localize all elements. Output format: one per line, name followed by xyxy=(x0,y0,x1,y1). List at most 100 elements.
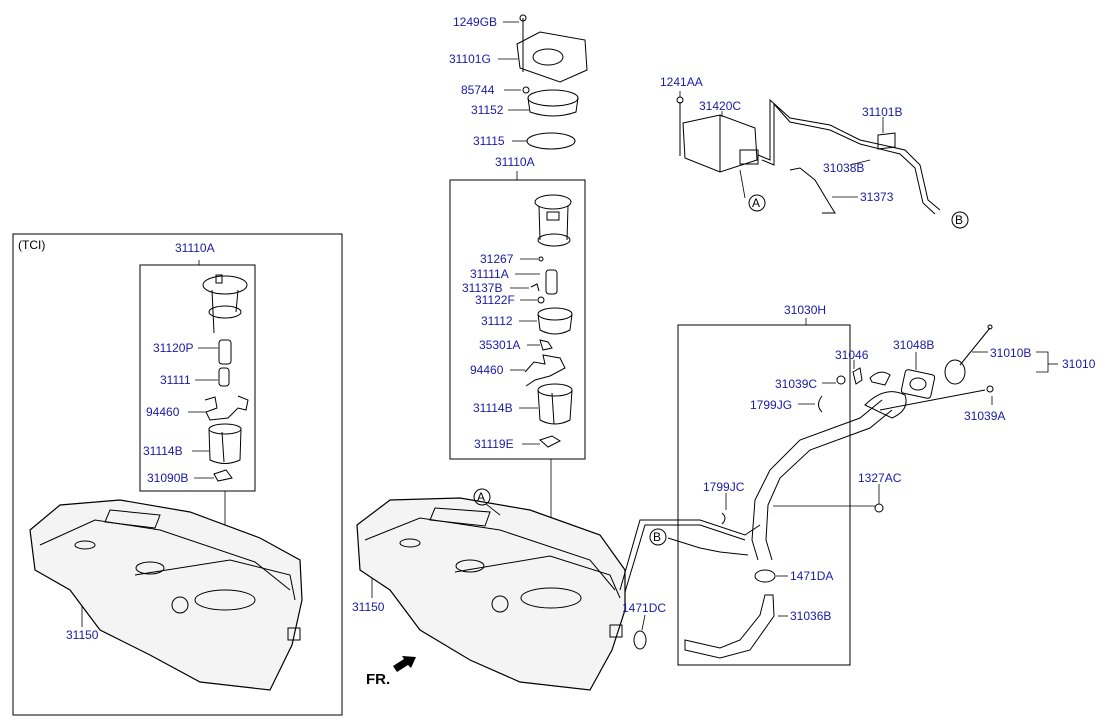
callout-a-canister-letter: A xyxy=(752,196,760,210)
canister xyxy=(682,114,759,173)
label-31115: 31115 xyxy=(473,134,505,148)
main-fuel-tank: 31150 xyxy=(352,497,626,691)
callout-a-tank-letter: A xyxy=(477,490,485,504)
filler-head xyxy=(864,391,907,419)
clip xyxy=(530,283,540,292)
label-1471DA: 1471DA xyxy=(790,569,833,583)
label-31373: 31373 xyxy=(860,190,894,204)
label-31150-tci: 31150 xyxy=(66,628,99,642)
label-31048B: 31048B xyxy=(893,338,934,352)
vent-line-31038B xyxy=(757,98,941,211)
label-1241AA: 1241AA xyxy=(660,75,703,89)
tci-pump-module-frame xyxy=(139,264,256,492)
canister-group: A B 1241AA 31420C 31101B 31038B 31373 xyxy=(660,75,969,229)
front-arrow-icon xyxy=(393,656,416,672)
gasket-nut xyxy=(522,86,530,94)
callout-b-canister-letter: B xyxy=(955,213,963,227)
callout-b-canister xyxy=(951,211,969,229)
label-31114B-main: 31114B xyxy=(473,401,513,415)
label-31112: 31112 xyxy=(481,314,513,328)
fuel-filter xyxy=(537,307,573,335)
front-indicator-text: FR. xyxy=(366,671,390,688)
tci-fuel-filter xyxy=(218,367,230,387)
tci-bracket xyxy=(213,469,233,482)
seal-31039C xyxy=(836,375,846,385)
tci-sender-wire xyxy=(204,395,249,421)
filler-neck-group: 31030H B xyxy=(619,303,1096,666)
bracket xyxy=(539,435,562,448)
clamp-1471DA xyxy=(754,569,776,583)
lock-ring xyxy=(527,89,579,117)
label-94460-main: 94460 xyxy=(470,363,504,377)
clip-31101B xyxy=(877,132,896,150)
tci-fuel-tank xyxy=(29,499,303,691)
label-1327AC: 1327AC xyxy=(858,471,902,485)
label-85744: 85744 xyxy=(461,83,495,97)
part-31046 xyxy=(852,367,863,385)
label-31101B: 31101B xyxy=(862,105,902,119)
small-oring xyxy=(538,256,544,262)
label-1249GB: 1249GB xyxy=(453,15,497,29)
label-31101G: 31101G xyxy=(449,52,491,66)
top-cover-stack: 1249GB 31101G 85744 31152 31115 xyxy=(449,14,588,150)
label-31152: 31152 xyxy=(471,103,504,117)
pump-motor xyxy=(545,269,558,295)
main-pump-module: 31110A xyxy=(449,155,586,595)
callout-b-filler xyxy=(649,528,667,546)
front-indicator: FR. xyxy=(366,656,416,688)
hose-31373 xyxy=(789,167,836,214)
bolt-1327AC xyxy=(874,503,884,513)
label-31420C: 31420C xyxy=(699,99,741,113)
label-31090B: 31090B xyxy=(147,471,188,485)
label-31114B-tci: 31114B xyxy=(143,444,183,458)
sender-wire xyxy=(524,354,566,387)
o-ring xyxy=(526,132,576,150)
clip-1799JG xyxy=(818,395,823,413)
callout-a-tank: A xyxy=(473,488,501,516)
pump-flange xyxy=(534,194,572,247)
label-31120P: 31120P xyxy=(153,341,193,355)
fuel-cap-31010B xyxy=(944,324,993,385)
callout-b-filler-letter: B xyxy=(653,530,661,544)
reservoir xyxy=(537,383,573,425)
filler-neck-frame xyxy=(677,324,851,666)
label-31046: 31046 xyxy=(835,348,869,362)
tci-pump-flange xyxy=(202,274,248,334)
label-94460-tci: 94460 xyxy=(146,405,180,419)
label-31111A: 31111A xyxy=(470,267,509,281)
label-31110A-tci: 31110A xyxy=(175,241,215,255)
tci-reservoir xyxy=(208,423,242,464)
filler-pipe xyxy=(751,399,883,561)
label-31122F: 31122F xyxy=(475,293,515,307)
label-35301A: 35301A xyxy=(479,338,520,352)
callout-a-canister xyxy=(748,194,766,212)
label-31150-main: 31150 xyxy=(352,600,385,614)
gasket-31048B xyxy=(900,369,936,399)
label-31036B: 31036B xyxy=(790,609,831,623)
pump-module-frame xyxy=(449,179,586,460)
label-31137B: 31137B xyxy=(462,281,502,295)
hose-31036B xyxy=(684,594,775,659)
filter-seal xyxy=(537,296,545,304)
label-31110A-main: 31110A xyxy=(495,155,535,169)
clamp-1471DC xyxy=(633,630,647,650)
regulator xyxy=(539,339,553,351)
tci-pump-motor xyxy=(218,339,232,365)
label-31267: 31267 xyxy=(480,252,514,266)
label-31039C: 31039C xyxy=(775,377,817,391)
tci-frame xyxy=(12,233,343,716)
label-1799JC: 1799JC xyxy=(703,480,745,494)
label-31038B: 31038B xyxy=(823,161,864,175)
bolt-31039A xyxy=(986,385,994,393)
label-31010B: 31010B xyxy=(990,346,1031,360)
label-31030H: 31030H xyxy=(784,303,826,317)
label-1799JG: 1799JG xyxy=(750,398,792,412)
tci-title: (TCI) xyxy=(18,238,45,252)
label-31119E: 31119E xyxy=(474,437,514,451)
tci-section: (TCI) xyxy=(12,233,343,716)
clip-1799JC xyxy=(721,512,726,525)
pump-cover-plate xyxy=(516,31,588,83)
label-31039A: 31039A xyxy=(964,409,1005,423)
label-31111: 31111 xyxy=(160,373,191,387)
